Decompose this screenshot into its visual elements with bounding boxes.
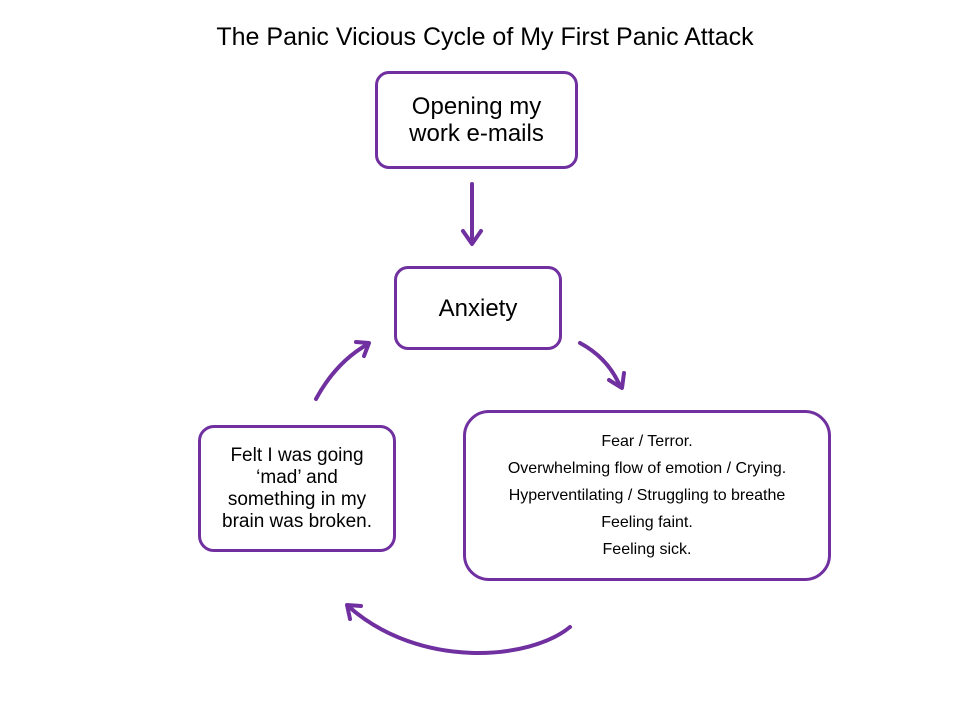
symptom-item: Hyperventilating / Struggling to breathe	[508, 487, 786, 504]
arrow-anxiety-to-symptoms	[578, 341, 626, 390]
anxiety-node-label: Anxiety	[438, 294, 518, 322]
thoughts-node-line: ‘mad’ and	[256, 466, 338, 488]
symptom-item: Overwhelming flow of emotion / Crying.	[507, 460, 787, 477]
thoughts-node-line: Felt I was going	[230, 444, 364, 466]
symptom-item: Feeling faint.	[601, 514, 693, 531]
thoughts-node-line: something in my	[227, 488, 367, 510]
thoughts-node: Felt I was going ‘mad’ and something in …	[198, 425, 396, 552]
symptoms-node: Fear / Terror. Overwhelming flow of emot…	[463, 410, 831, 581]
symptom-item: Fear / Terror.	[601, 433, 693, 450]
arrow-symptoms-to-thoughts	[345, 603, 572, 655]
anxiety-node: Anxiety	[394, 266, 562, 350]
arrow-trigger-to-anxiety	[461, 182, 483, 246]
arrow-thoughts-to-anxiety	[314, 340, 371, 401]
trigger-node-line: work e-mails	[409, 120, 544, 147]
trigger-node-line: Opening my	[411, 93, 542, 120]
symptom-item: Feeling sick.	[602, 541, 692, 558]
trigger-node: Opening my work e-mails	[375, 71, 578, 169]
thoughts-node-line: brain was broken.	[222, 510, 372, 532]
diagram-title: The Panic Vicious Cycle of My First Pani…	[216, 23, 754, 51]
